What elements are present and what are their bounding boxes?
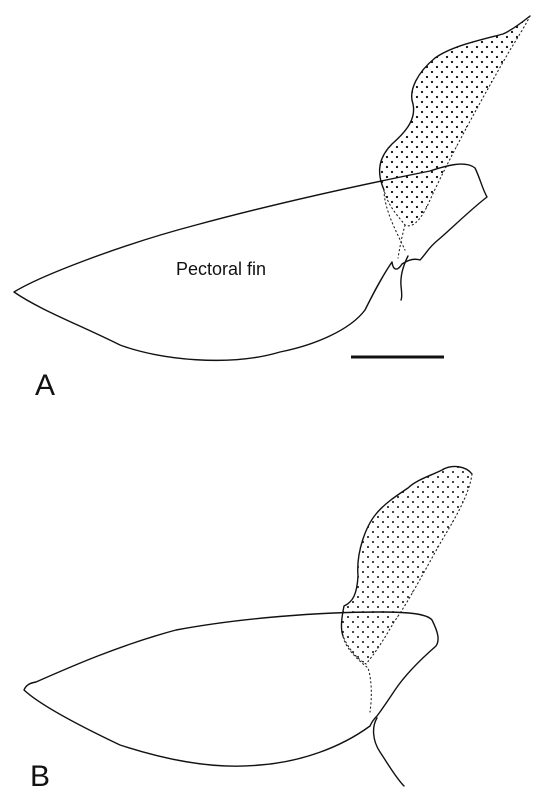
panel-a-fin-ray-line (401, 256, 408, 300)
panel-a: Pectoral fin A (14, 16, 530, 402)
panel-b-fin-ray-line (374, 718, 404, 786)
panel-a-dotted-guide (398, 225, 405, 258)
panel-a-fin-label: Pectoral fin (176, 259, 266, 279)
panel-b-stippled-region (341, 467, 472, 664)
panel-b: B (24, 467, 472, 792)
panel-a-label: A (35, 369, 55, 402)
panel-b-label: B (30, 760, 50, 792)
